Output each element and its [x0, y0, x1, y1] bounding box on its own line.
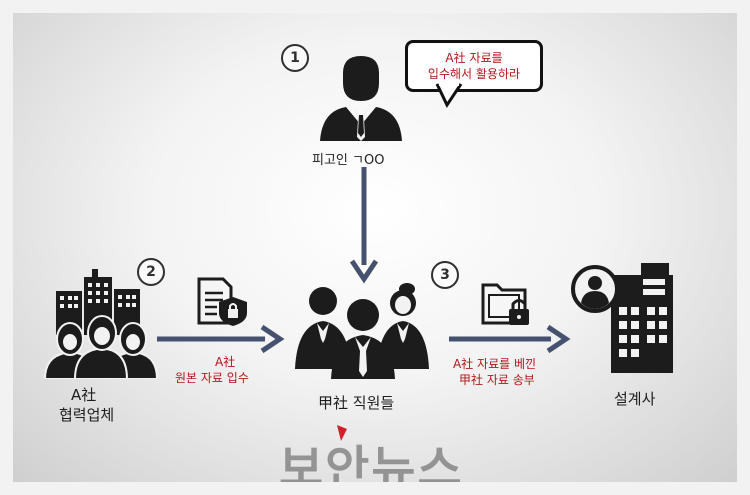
- speech-bubble-tail: [435, 83, 463, 109]
- design-firm-label: 설계사: [614, 390, 656, 408]
- speech-line-2: 입수해서 활용하라: [427, 67, 521, 81]
- send-label-line-2: 甲社 자료 송부: [459, 373, 535, 387]
- group-icon: [43, 315, 159, 379]
- arrows-layer: [157, 167, 571, 354]
- diagram-canvas: 1 2 3 A社 자료를 입수해서 활용하라 피고인 ㄱOO: [13, 13, 737, 482]
- office-building-icon: [571, 263, 673, 373]
- arrow-partner-to-employees: [157, 324, 285, 354]
- businessman-icon: [320, 56, 402, 141]
- partner-label-line-1: A社: [71, 386, 97, 404]
- defendant-label: 피고인 ㄱOO: [312, 153, 385, 168]
- arrow-employees-to-design-firm: [449, 324, 571, 354]
- obtain-label-line-2: 원본 자료 입수: [175, 371, 249, 385]
- step-1-marker: 1: [281, 44, 309, 72]
- secure-document-icon: [197, 277, 247, 326]
- step-3-marker: 3: [431, 261, 459, 289]
- obtain-label-line-1: A社: [215, 355, 236, 369]
- send-label-line-1: A社 자료를 베낀: [453, 357, 537, 371]
- locked-folder-icon: [481, 283, 529, 325]
- arrow-defendant-to-employees: [349, 167, 379, 284]
- partner-label-line-2: 협력업체: [59, 406, 115, 424]
- watermark-accent-mark: [337, 425, 347, 441]
- step-2-marker: 2: [137, 258, 165, 286]
- speech-bubble: A社 자료를 입수해서 활용하라: [405, 40, 543, 92]
- watermark-logo: 보안뉴스: [279, 441, 464, 482]
- employees-label: 甲社 직원들: [318, 394, 395, 412]
- staff-group-icon: [295, 283, 429, 379]
- speech-line-1: A社 자료를: [445, 51, 503, 65]
